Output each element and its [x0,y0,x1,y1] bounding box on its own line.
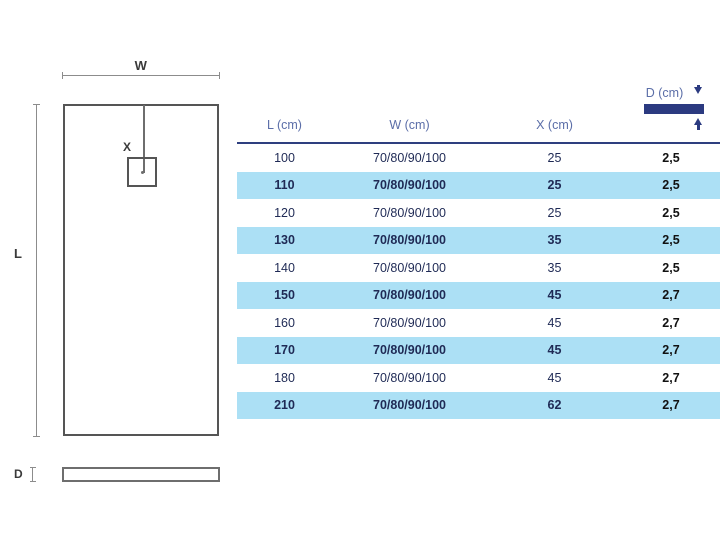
cell-offset-x: 25 [547,150,562,165]
cell-depth: 2,5 [662,205,680,220]
dimension-line-depth [29,467,36,482]
column-header-width: W (cm) [389,118,430,132]
cell-depth: 2,7 [622,391,720,419]
column-header-length: L (cm) [267,118,302,132]
cell-depth: 2,5 [662,150,680,165]
column-header-depth: D (cm) [622,85,720,143]
cell-width: 70/80/90/100 [332,171,487,199]
cell-width: 70/80/90/100 [332,226,487,254]
dimension-label-x: X [123,140,132,154]
dimension-line-width [62,72,220,79]
dimensions-table: L (cm) W (cm) X (cm) D (cm) 100 70/80/90/… [237,85,720,419]
cell-width: 70/80/90/100 [332,281,487,309]
drain-outlet-square [127,157,157,187]
table-row: 140 70/80/90/100 35 2,5 [237,254,720,282]
column-header-offset-x: X (cm) [536,118,573,132]
cell-length: 100 [274,150,295,165]
cell-offset-x: 35 [487,226,622,254]
cell-length: 120 [274,205,295,220]
dimension-line-length [33,104,40,437]
cell-depth: 2,5 [662,260,680,275]
cell-width: 70/80/90/100 [373,315,446,330]
cell-offset-x: 62 [487,391,622,419]
cell-length: 110 [237,171,332,199]
technical-drawing: W L X D [0,0,235,540]
cell-length: 210 [237,391,332,419]
table-header-row: L (cm) W (cm) X (cm) D (cm) [237,85,720,143]
table-header: L (cm) W (cm) X (cm) D (cm) [237,85,720,143]
cell-offset-x: 45 [487,281,622,309]
table-row: 120 70/80/90/100 25 2,5 [237,199,720,227]
cell-length: 170 [237,336,332,364]
cell-offset-x: 25 [487,171,622,199]
shower-tray-plan-view [63,104,219,436]
table-row: 100 70/80/90/100 25 2,5 [237,143,720,172]
cell-depth: 2,7 [622,281,720,309]
table-row: 160 70/80/90/100 45 2,7 [237,309,720,337]
arrow-down-icon [694,85,702,94]
dimension-label-l: L [14,246,22,261]
cell-length: 140 [274,260,295,275]
cell-width: 70/80/90/100 [373,150,446,165]
dimension-label-d: D [14,467,23,481]
drain-center-dot [141,171,144,174]
cell-depth: 2,7 [662,370,680,385]
table-row: 180 70/80/90/100 45 2,7 [237,364,720,392]
shower-tray-side-profile [62,467,220,482]
cell-depth: 2,7 [622,336,720,364]
cell-offset-x: 45 [547,370,562,385]
drain-leader-line [143,105,145,173]
cell-offset-x: 25 [547,205,562,220]
cell-length: 150 [237,281,332,309]
cell-depth: 2,5 [622,226,720,254]
depth-bar-indicator [644,104,704,114]
cell-depth: 2,5 [622,171,720,199]
cell-width: 70/80/90/100 [373,370,446,385]
specification-table-wrapper: L (cm) W (cm) X (cm) D (cm) 100 70/80/90/… [237,85,720,419]
cell-width: 70/80/90/100 [332,391,487,419]
cell-width: 70/80/90/100 [332,336,487,364]
column-header-depth-label: D (cm) [645,86,684,100]
cell-offset-x: 45 [487,336,622,364]
cell-depth: 2,7 [662,315,680,330]
dimension-label-w: W [134,58,148,73]
cell-offset-x: 35 [547,260,562,275]
arrow-up-icon [694,118,702,130]
cell-length: 180 [274,370,295,385]
cell-width: 70/80/90/100 [373,205,446,220]
cell-length: 160 [274,315,295,330]
cell-width: 70/80/90/100 [373,260,446,275]
cell-length: 130 [237,226,332,254]
cell-offset-x: 45 [547,315,562,330]
depth-header-group: D (cm) [622,85,720,132]
